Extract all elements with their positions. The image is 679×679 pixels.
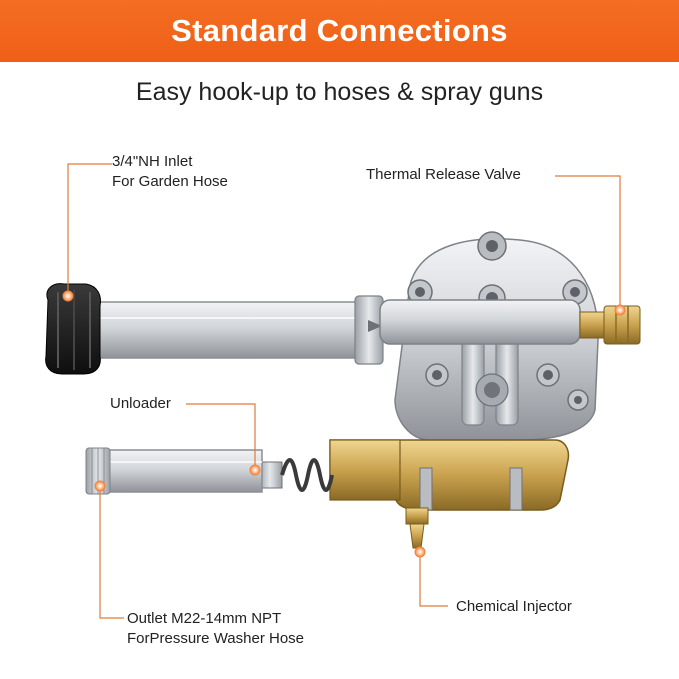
inlet-label-line2: For Garden Hose [112,173,228,190]
chemical-injector [405,507,429,549]
chemical-injector-label: Chemical Injector [456,598,572,615]
outlet-tube [85,447,263,495]
brass-manifold [329,439,570,511]
page-subtitle: Easy hook-up to hoses & spray guns [135,78,544,106]
page-title: Standard Connections [171,13,508,48]
outlet-label-line1: Outlet M22-14mm NPT [127,610,282,627]
callout-dots [62,290,626,558]
outlet-label-line2: ForPressure Washer Hose [127,630,304,647]
inlet-tube [89,295,581,365]
inlet-knob [45,283,101,375]
thermal-release-valve [579,305,641,345]
inlet-label: 3/4"NH Inlet For Garden Hose [112,152,228,192]
unloader-spring [257,458,334,492]
header-banner: Standard Connections [0,0,679,62]
callout-lines [67,163,621,619]
unloader-label: Unloader [110,395,171,412]
outlet-label: Outlet M22-14mm NPT ForPressure Washer H… [127,609,304,649]
inlet-label-line1: 3/4"NH Inlet [112,153,193,170]
thermal-valve-label: Thermal Release Valve [366,166,521,183]
